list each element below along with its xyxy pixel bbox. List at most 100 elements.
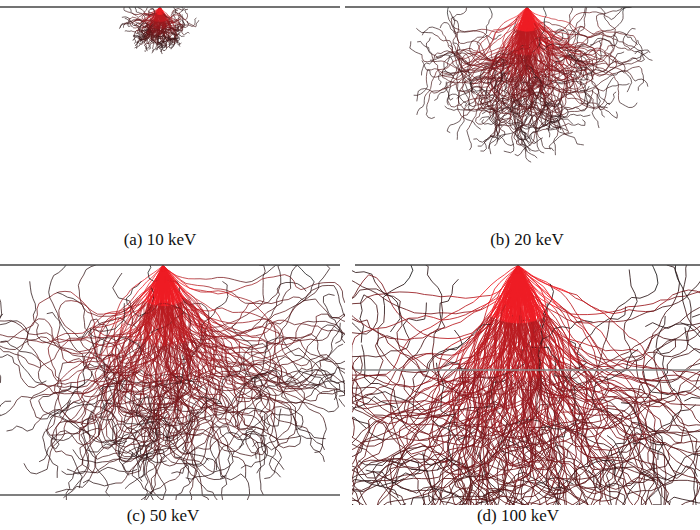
electron-trajectory: [455, 57, 466, 78]
electron-trajectory: [515, 145, 531, 156]
trajectory-group: [119, 7, 198, 54]
electron-trajectory: [526, 32, 532, 55]
electron-trajectory: [537, 54, 542, 78]
electron-trajectory: [493, 52, 510, 67]
electron-trajectory: [137, 16, 142, 18]
electron-trajectory: [157, 8, 160, 15]
electron-trajectory: [149, 35, 151, 41]
electron-trajectory: [158, 38, 161, 42]
electron-trajectory: [572, 120, 586, 126]
electron-trajectory: [435, 35, 452, 48]
trajectory-group: [0, 265, 345, 500]
electron-trajectory: [542, 39, 557, 47]
electron-trajectory: [577, 88, 588, 107]
electron-trajectory: [475, 39, 493, 54]
electron-trajectory: [187, 21, 188, 26]
electron-trajectory: [519, 55, 520, 79]
electron-trajectory: [173, 22, 180, 24]
electron-trajectory: [588, 39, 610, 48]
electron-trajectory: [158, 8, 160, 15]
electron-trajectory: [530, 99, 538, 122]
electron-trajectory: [542, 49, 549, 72]
electron-trajectory: [159, 8, 160, 15]
electron-trajectory: [548, 28, 564, 32]
electron-trajectory: [493, 21, 507, 40]
electron-trajectory: [618, 59, 641, 64]
electron-trajectory: [157, 8, 160, 15]
electron-trajectory: [623, 33, 638, 45]
electron-trajectory: [527, 8, 533, 31]
electron-trajectory: [592, 110, 599, 128]
electron-trajectory: [141, 30, 147, 31]
electron-trajectory: [157, 8, 160, 15]
electron-trajectory: [153, 36, 155, 43]
electron-trajectory: [475, 82, 480, 104]
electron-trajectory: [160, 49, 162, 54]
electron-trajectory: [146, 27, 152, 31]
electron-trajectory: [178, 42, 182, 44]
electron-trajectory: [570, 114, 590, 116]
electron-trajectory: [510, 120, 526, 129]
electron-trajectory: [563, 103, 582, 110]
electron-trajectory: [150, 9, 154, 12]
electron-trajectory: [441, 75, 463, 80]
electron-trajectory: [139, 23, 143, 27]
electron-trajectory: [552, 44, 573, 51]
electron-trajectory: [150, 12, 155, 15]
electron-trajectory: [169, 45, 174, 48]
electron-trajectory: [502, 28, 514, 48]
electron-trajectory: [432, 51, 450, 62]
electron-trajectory: [582, 86, 590, 105]
electron-trajectory: [173, 19, 179, 22]
electron-trajectory: [133, 36, 139, 38]
electron-trajectory: [177, 26, 184, 28]
electron-trajectory: [143, 23, 149, 26]
electron-trajectory: [167, 21, 172, 26]
electron-trajectory: [151, 13, 156, 19]
electron-trajectory: [447, 7, 448, 16]
electron-trajectory: [520, 8, 527, 31]
electron-trajectory: [162, 37, 166, 41]
electron-trajectory: [520, 79, 530, 96]
electron-trajectory: [160, 8, 164, 14]
electron-trajectory: [122, 16, 128, 18]
electron-trajectory: [160, 8, 162, 15]
electron-trajectory: [422, 27, 439, 35]
electron-trajectory: [479, 68, 503, 70]
electron-trajectory: [488, 7, 492, 14]
electron-trajectory: [173, 15, 180, 16]
electron-trajectory: [190, 24, 196, 27]
electron-trajectory: [125, 30, 131, 32]
electron-trajectory: [638, 40, 642, 59]
electron-trajectory: [573, 60, 595, 65]
electron-trajectory: [163, 42, 166, 47]
electron-trajectory: [591, 34, 611, 37]
electron-trajectory: [538, 77, 544, 100]
electron-trajectory: [489, 135, 494, 154]
electron-trajectory: [627, 74, 632, 92]
electron-trajectory: [541, 139, 554, 151]
electron-trajectory: [181, 9, 186, 11]
electron-trajectory: [615, 80, 619, 103]
electron-trajectory: [155, 22, 157, 29]
electron-trajectory: [462, 69, 465, 92]
electron-trajectory: [498, 135, 514, 146]
electron-trajectory: [531, 131, 540, 143]
electron-trajectory: [556, 81, 579, 85]
electron-trajectory: [620, 102, 637, 107]
electron-trajectory: [174, 29, 177, 35]
electron-trajectory: [613, 32, 623, 49]
electron-trajectory: [157, 8, 160, 15]
electron-trajectory: [553, 95, 562, 115]
electron-trajectory: [565, 15, 576, 28]
electron-trajectory: [529, 31, 531, 55]
electron-trajectory: [184, 32, 189, 35]
electron-trajectory: [422, 61, 433, 75]
electron-trajectory: [417, 97, 425, 115]
electron-trajectory: [554, 136, 558, 155]
electron-trajectory: [593, 68, 615, 73]
electron-trajectory: [133, 35, 139, 37]
electron-trajectory: [553, 47, 557, 70]
electron-trajectory: [447, 82, 462, 91]
